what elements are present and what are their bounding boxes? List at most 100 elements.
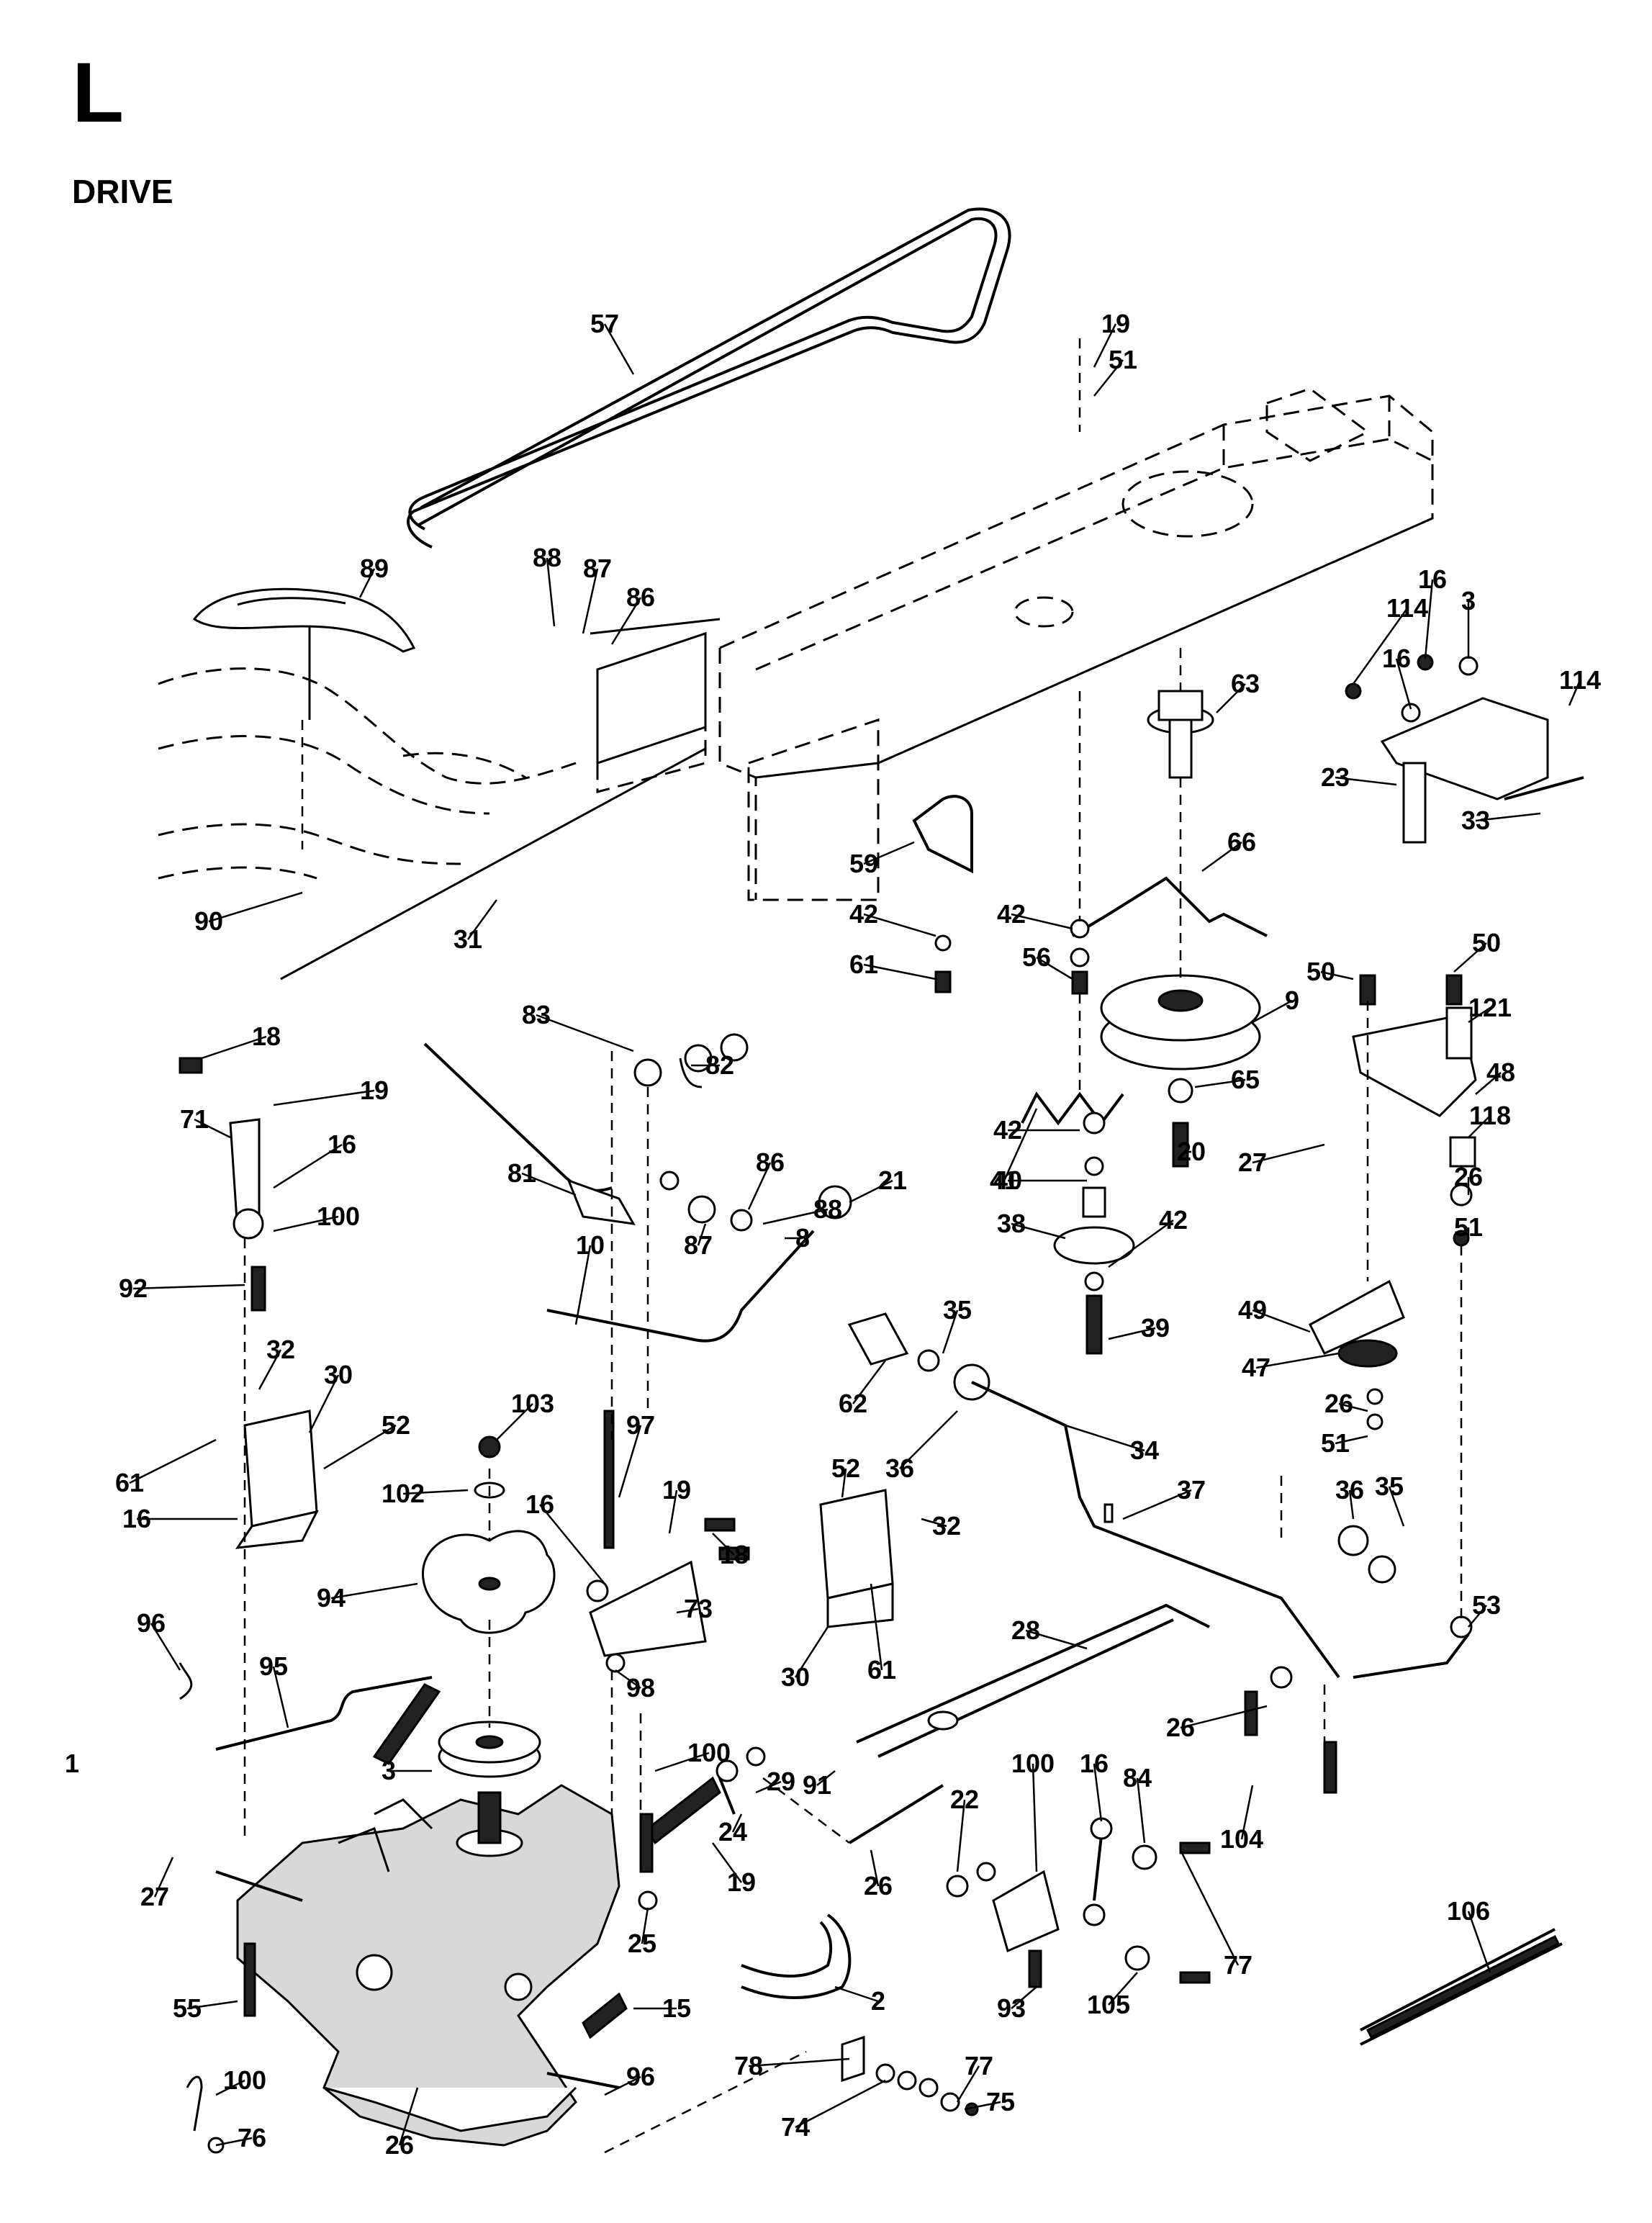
part-callout: 15 (662, 1993, 691, 2023)
part-callout: 83 (522, 1000, 551, 1029)
part-callout: 28 (1011, 1615, 1040, 1645)
callout-leader (1036, 956, 1073, 980)
callout-leader (1468, 1006, 1491, 1024)
center-brackets (586, 1410, 894, 1673)
part-callout: 98 (626, 1673, 655, 1703)
part-callout: 90 (194, 906, 223, 936)
part-callout: 16 (1418, 564, 1447, 594)
callout-leader (712, 1533, 735, 1556)
fan-and-pulley (179, 1435, 556, 1778)
callout-leader (1453, 942, 1487, 973)
callout-leader (273, 1215, 339, 1232)
callout-leader (574, 1245, 592, 1325)
part-callout: 73 (684, 1594, 713, 1623)
part-callout: 30 (781, 1662, 810, 1692)
part-callout: 36 (1335, 1475, 1364, 1505)
part-callout: 55 (173, 1993, 202, 2023)
part-callout: 32 (932, 1511, 961, 1541)
part-callout: 65 (1231, 1065, 1260, 1094)
part-callout: 121 (1468, 993, 1512, 1022)
callout-leader (964, 2101, 1001, 2111)
part-callout: 89 (360, 554, 389, 583)
part-callout: 100 (1011, 1749, 1055, 1778)
bottom-small-parts (604, 2035, 979, 2154)
callout-leader (1335, 1435, 1368, 1445)
part-callout: 29 (767, 1767, 795, 1796)
callout-leader (747, 1162, 772, 1210)
part-callout: 26 (1454, 1162, 1483, 1191)
part-callout: 27 (1238, 1147, 1267, 1177)
part-callout: 77 (965, 2051, 993, 2080)
part-callout: 59 (849, 849, 878, 878)
callout-leader (1201, 841, 1242, 872)
alignment-lines (243, 338, 1463, 1844)
part-callout: 76 (238, 2123, 266, 2152)
callout-leader (546, 557, 556, 627)
part-callout: 75 (986, 2087, 1015, 2116)
callout-leader (1475, 1072, 1502, 1095)
callout-leader (258, 1349, 282, 1390)
frame-outline (596, 387, 1434, 901)
part-callout: 30 (324, 1360, 353, 1389)
right-brackets (1309, 654, 1584, 1430)
transaxle (186, 1784, 620, 2154)
callout-leader (1468, 1605, 1487, 1628)
callout-leader (272, 1666, 289, 1728)
callout-leader (870, 1583, 883, 1671)
section-letter: L (72, 45, 125, 140)
part-callout: 57 (590, 309, 619, 338)
callout-leader (1065, 1424, 1145, 1452)
callout-leader (615, 1669, 641, 1690)
part-callout: 91 (803, 1770, 831, 1800)
callout-leader (731, 1813, 743, 1833)
part-callout: 27 (140, 1882, 169, 1911)
part-callout: 21 (878, 1165, 907, 1195)
callout-leader (1252, 1309, 1311, 1333)
callout-leader (1194, 1078, 1246, 1088)
part-callout: 40 (993, 1165, 1022, 1195)
callout-leader (863, 963, 936, 980)
part-callout: 96 (137, 1608, 166, 1638)
callout-leader (1108, 1219, 1174, 1268)
part-callout: 56 (1022, 942, 1051, 972)
callout-leader (1136, 1777, 1146, 1844)
part-callout: 71 (180, 1104, 209, 1134)
callout-leader (863, 913, 936, 937)
callout-leader (358, 568, 376, 598)
part-callout: 33 (1461, 806, 1490, 835)
part-callout: 52 (382, 1410, 410, 1440)
callout-leader (711, 1842, 743, 1883)
part-callout: 81 (507, 1158, 536, 1188)
callout-leader (697, 1223, 707, 1246)
part-callout: 93 (997, 1993, 1026, 2023)
part-callout: 49 (1238, 1295, 1267, 1325)
callout-leader (956, 1799, 966, 1872)
part-callout: 96 (626, 2062, 655, 2091)
callout-leader (129, 1438, 217, 1484)
part-callout: 39 (1141, 1313, 1170, 1343)
part-callout: 34 (1130, 1435, 1159, 1465)
callout-leader (398, 2087, 419, 2146)
part-callout: 16 (328, 1129, 356, 1159)
callout-leader (610, 597, 642, 645)
callout-leader (1467, 1911, 1491, 1973)
callout-leader (1395, 658, 1412, 710)
callout-leader (863, 841, 915, 865)
brake-rod-and-shaft (847, 1312, 1473, 1844)
fender-outline (158, 667, 577, 880)
callout-leader (330, 1582, 418, 1600)
callout-leader (186, 2000, 238, 2010)
part-callout: 74 (781, 2112, 810, 2142)
part-callout: 95 (259, 1651, 288, 1681)
part-callout: 35 (1375, 1471, 1404, 1501)
part-callout: 3 (1461, 586, 1476, 616)
callout-leader (1352, 608, 1409, 685)
part-callout: 105 (1087, 1990, 1130, 2019)
callout-leader (132, 1284, 245, 1290)
part-callout: 23 (1321, 762, 1350, 792)
callout-leader (521, 1172, 577, 1196)
part-callout: 66 (1227, 827, 1256, 857)
part-callout: 87 (583, 554, 612, 583)
part-callout: 3 (382, 1756, 396, 1785)
